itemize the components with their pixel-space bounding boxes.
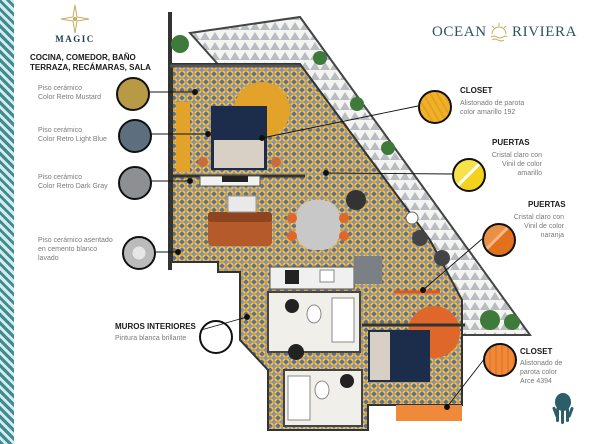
material-label-line: Piso cerámico asentado: [38, 237, 113, 244]
sofa-back: [208, 212, 272, 222]
dining-table: [296, 200, 340, 250]
closet-orange: [396, 405, 462, 421]
material-label-line: Color Retro Mustard: [38, 94, 102, 101]
swatch-retro-dark-gray: [118, 166, 152, 200]
closet-yellow-title: CLOSET: [460, 86, 493, 95]
closet-yellow-desc: Alistonado de parota color amarillo 192: [460, 99, 524, 117]
shower-2: [287, 375, 311, 421]
material-cement-label: Piso cerámico asentado en cemento blanco…: [38, 236, 113, 263]
doors-orange-title: PUERTAS: [528, 200, 566, 209]
kitchen-counter: [269, 266, 355, 290]
rooms-heading-line2: TERRAZA, RECÁMARAS, SALA: [30, 63, 151, 72]
toilet-1: [306, 304, 322, 324]
washbasin-1: [285, 299, 299, 313]
rooms-heading: COCINA, COMEDOR, BAÑO TERRAZA, RECÁMARAS…: [30, 53, 160, 73]
octopus-icon: [552, 393, 574, 424]
coffee-table: [227, 195, 257, 213]
swatch-retro-mustard: [116, 77, 150, 111]
doors-orange-desc: Cristal claro con Vinil de color naranja: [498, 213, 564, 240]
material-label-line: Vinil de color: [524, 223, 564, 230]
bed-2-pillows: [370, 332, 390, 380]
riviera-word: RIVIERA: [512, 24, 578, 40]
laundry: [288, 344, 304, 360]
rooms-heading-line1: COCINA, COMEDOR, BAÑO: [30, 53, 136, 62]
washbasin-2: [340, 374, 354, 388]
swatch-white-paint: [199, 320, 233, 354]
side-table: [346, 190, 366, 210]
sun-wave-icon: [490, 23, 508, 42]
swatch-doors-orange: [482, 223, 516, 257]
material-lightblue-label: Piso cerámico Color Retro Light Blue: [38, 126, 107, 144]
material-label-line: Piso cerámico: [38, 174, 82, 181]
swatch-white-cement: [122, 236, 156, 270]
leader-lines: [148, 89, 486, 410]
shower-1: [331, 297, 355, 343]
nightstand-2: [271, 157, 281, 167]
material-label-line: Color Retro Light Blue: [38, 136, 107, 143]
material-label-line: Alistonado de: [520, 360, 563, 367]
magic-logo-text: MAGIC: [55, 34, 95, 44]
terrace-table: [405, 211, 419, 225]
swatch-retro-light-blue: [118, 119, 152, 153]
material-label-line: amarillo: [517, 170, 542, 177]
material-label-line: Cristal claro con: [513, 214, 564, 221]
ocean-word: OCEAN: [432, 24, 487, 40]
terrace-chair: [412, 230, 428, 246]
decorative-side-border: [0, 0, 14, 444]
closet-orange-desc: Alistonado de parota color Arce 4394: [520, 359, 562, 386]
ocean-riviera-logo: OCEAN RIVIERA: [430, 22, 576, 46]
material-label-line: parota color: [520, 369, 557, 376]
tv: [222, 176, 248, 182]
material-label-line: Arce 4394: [520, 378, 552, 385]
swatch-doors-yellow: [452, 158, 486, 192]
closet-orange-title: CLOSET: [520, 347, 553, 356]
walls-title: MUROS INTERIORES: [115, 322, 196, 331]
terrace-chair: [434, 250, 450, 266]
plants: [171, 35, 520, 330]
walls-desc: Pintura blanca brillante: [115, 335, 187, 342]
toilet-2: [314, 380, 330, 400]
material-label-line: Cristal claro con: [491, 152, 542, 159]
material-label-line: Alistonado de parota: [460, 100, 525, 107]
material-darkgray-label: Piso cerámico Color Retro Dark Gray: [38, 173, 108, 191]
swatch-closet-yellow: [418, 90, 452, 124]
nightstand-1: [198, 157, 208, 167]
bed-1-pillows: [214, 140, 264, 168]
doors-yellow-desc: Cristal claro con Vinil de color amarill…: [476, 151, 542, 178]
material-label-line: naranja: [540, 232, 564, 239]
material-label-line: en cemento blanco: [38, 246, 98, 253]
stovetop: [285, 270, 299, 284]
compass-star-icon: [60, 4, 90, 34]
doors-yellow-title: PUERTAS: [492, 138, 530, 147]
material-label-line: Color Retro Dark Gray: [38, 183, 108, 190]
sink: [319, 269, 335, 283]
magic-logo: MAGIC: [52, 4, 98, 44]
material-label-line: Piso cerámico: [38, 127, 82, 134]
material-label-line: color amarillo 192: [460, 109, 516, 116]
material-label-line: Vinil de color: [502, 161, 542, 168]
material-label-line: Piso cerámico: [38, 85, 82, 92]
closet-yellow: [176, 102, 190, 172]
material-label-line: lavado: [38, 255, 59, 262]
fridge: [354, 256, 382, 284]
material-mustard-label: Piso cerámico Color Retro Mustard: [38, 84, 101, 102]
